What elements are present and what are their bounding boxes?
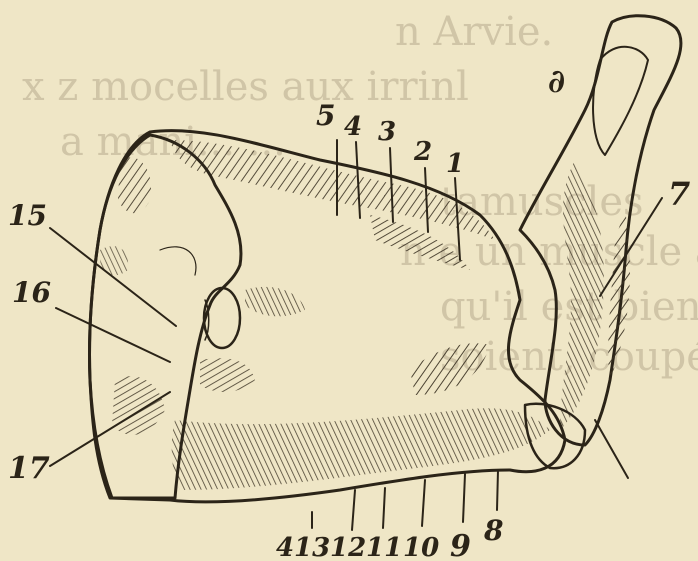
bleed-line: n Arvie. [395, 9, 553, 55]
label-top-2: 2 [413, 137, 432, 167]
label-top-1: 1 [446, 149, 464, 179]
label-right-7: 7 [668, 175, 690, 213]
label-left-17: 17 [8, 451, 50, 486]
label-left-16: 16 [12, 276, 51, 309]
leader-17 [50, 392, 170, 466]
leader-13 [352, 490, 355, 530]
leader-8 [497, 470, 498, 510]
label-left-15: 15 [8, 199, 47, 232]
label-leg-tip: ∂ [548, 62, 565, 100]
bleed-line: qu'il est bien que [440, 284, 698, 330]
bleed-line: x z mocelles aux irrinl [22, 64, 469, 110]
label-top-3: 3 [378, 117, 396, 147]
leader-11 [422, 480, 425, 526]
label-top-4: 4 [344, 112, 362, 142]
label-bottom-4: 4 [276, 533, 294, 561]
leader-right-lower [595, 420, 628, 478]
label-bottom-11: 11 [366, 533, 402, 561]
leader-16 [56, 308, 170, 362]
label-bottom-13: 13 [294, 533, 330, 561]
leader-15 [50, 228, 176, 326]
label-top-5: 5 [316, 99, 335, 132]
label-bottom-8: 8 [483, 514, 503, 547]
label-bottom-12: 12 [330, 533, 366, 561]
leader-12 [383, 488, 385, 528]
leader-9 [463, 474, 465, 522]
label-bottom-10: 10 [403, 533, 439, 561]
label-bottom-9: 9 [450, 529, 471, 561]
